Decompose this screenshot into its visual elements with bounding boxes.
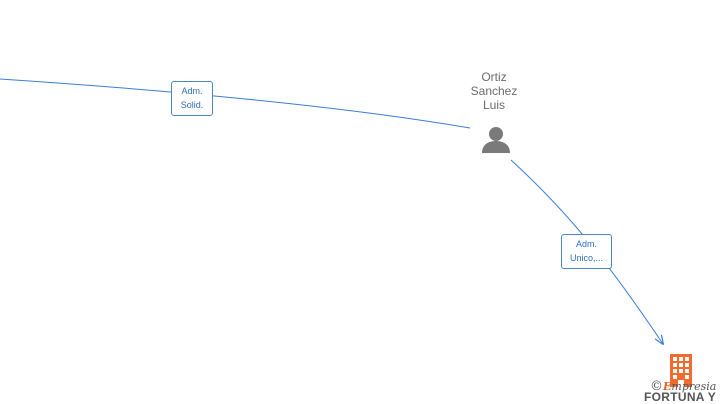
edge-label-adm-unico[interactable]: Adm. Unico,... bbox=[561, 234, 612, 269]
watermark-brand-initial: E bbox=[663, 380, 672, 393]
edge-label-line: Solid. bbox=[180, 100, 204, 110]
edge-label-line: Adm. bbox=[181, 86, 203, 96]
person-name-line: Ortiz bbox=[481, 70, 507, 84]
building-icon[interactable] bbox=[670, 354, 692, 387]
person-name-line: Sanchez bbox=[470, 84, 518, 98]
person-name[interactable]: Ortiz Sanchez Luis bbox=[458, 70, 530, 112]
edge-line-adm-solid bbox=[0, 78, 471, 129]
watermark-brand-rest: mpresia bbox=[671, 380, 717, 393]
watermark: ©Empresia bbox=[650, 379, 716, 394]
person-name-line: Luis bbox=[482, 98, 505, 112]
edge-line-adm-unico bbox=[510, 159, 663, 344]
edge-label-adm-solid[interactable]: Adm. Solid. bbox=[171, 81, 213, 116]
edge-label-line: Adm. bbox=[575, 239, 597, 249]
copyright-symbol: © bbox=[650, 379, 663, 394]
person-icon[interactable] bbox=[482, 127, 510, 153]
edge-label-line: Unico,... bbox=[569, 253, 603, 263]
